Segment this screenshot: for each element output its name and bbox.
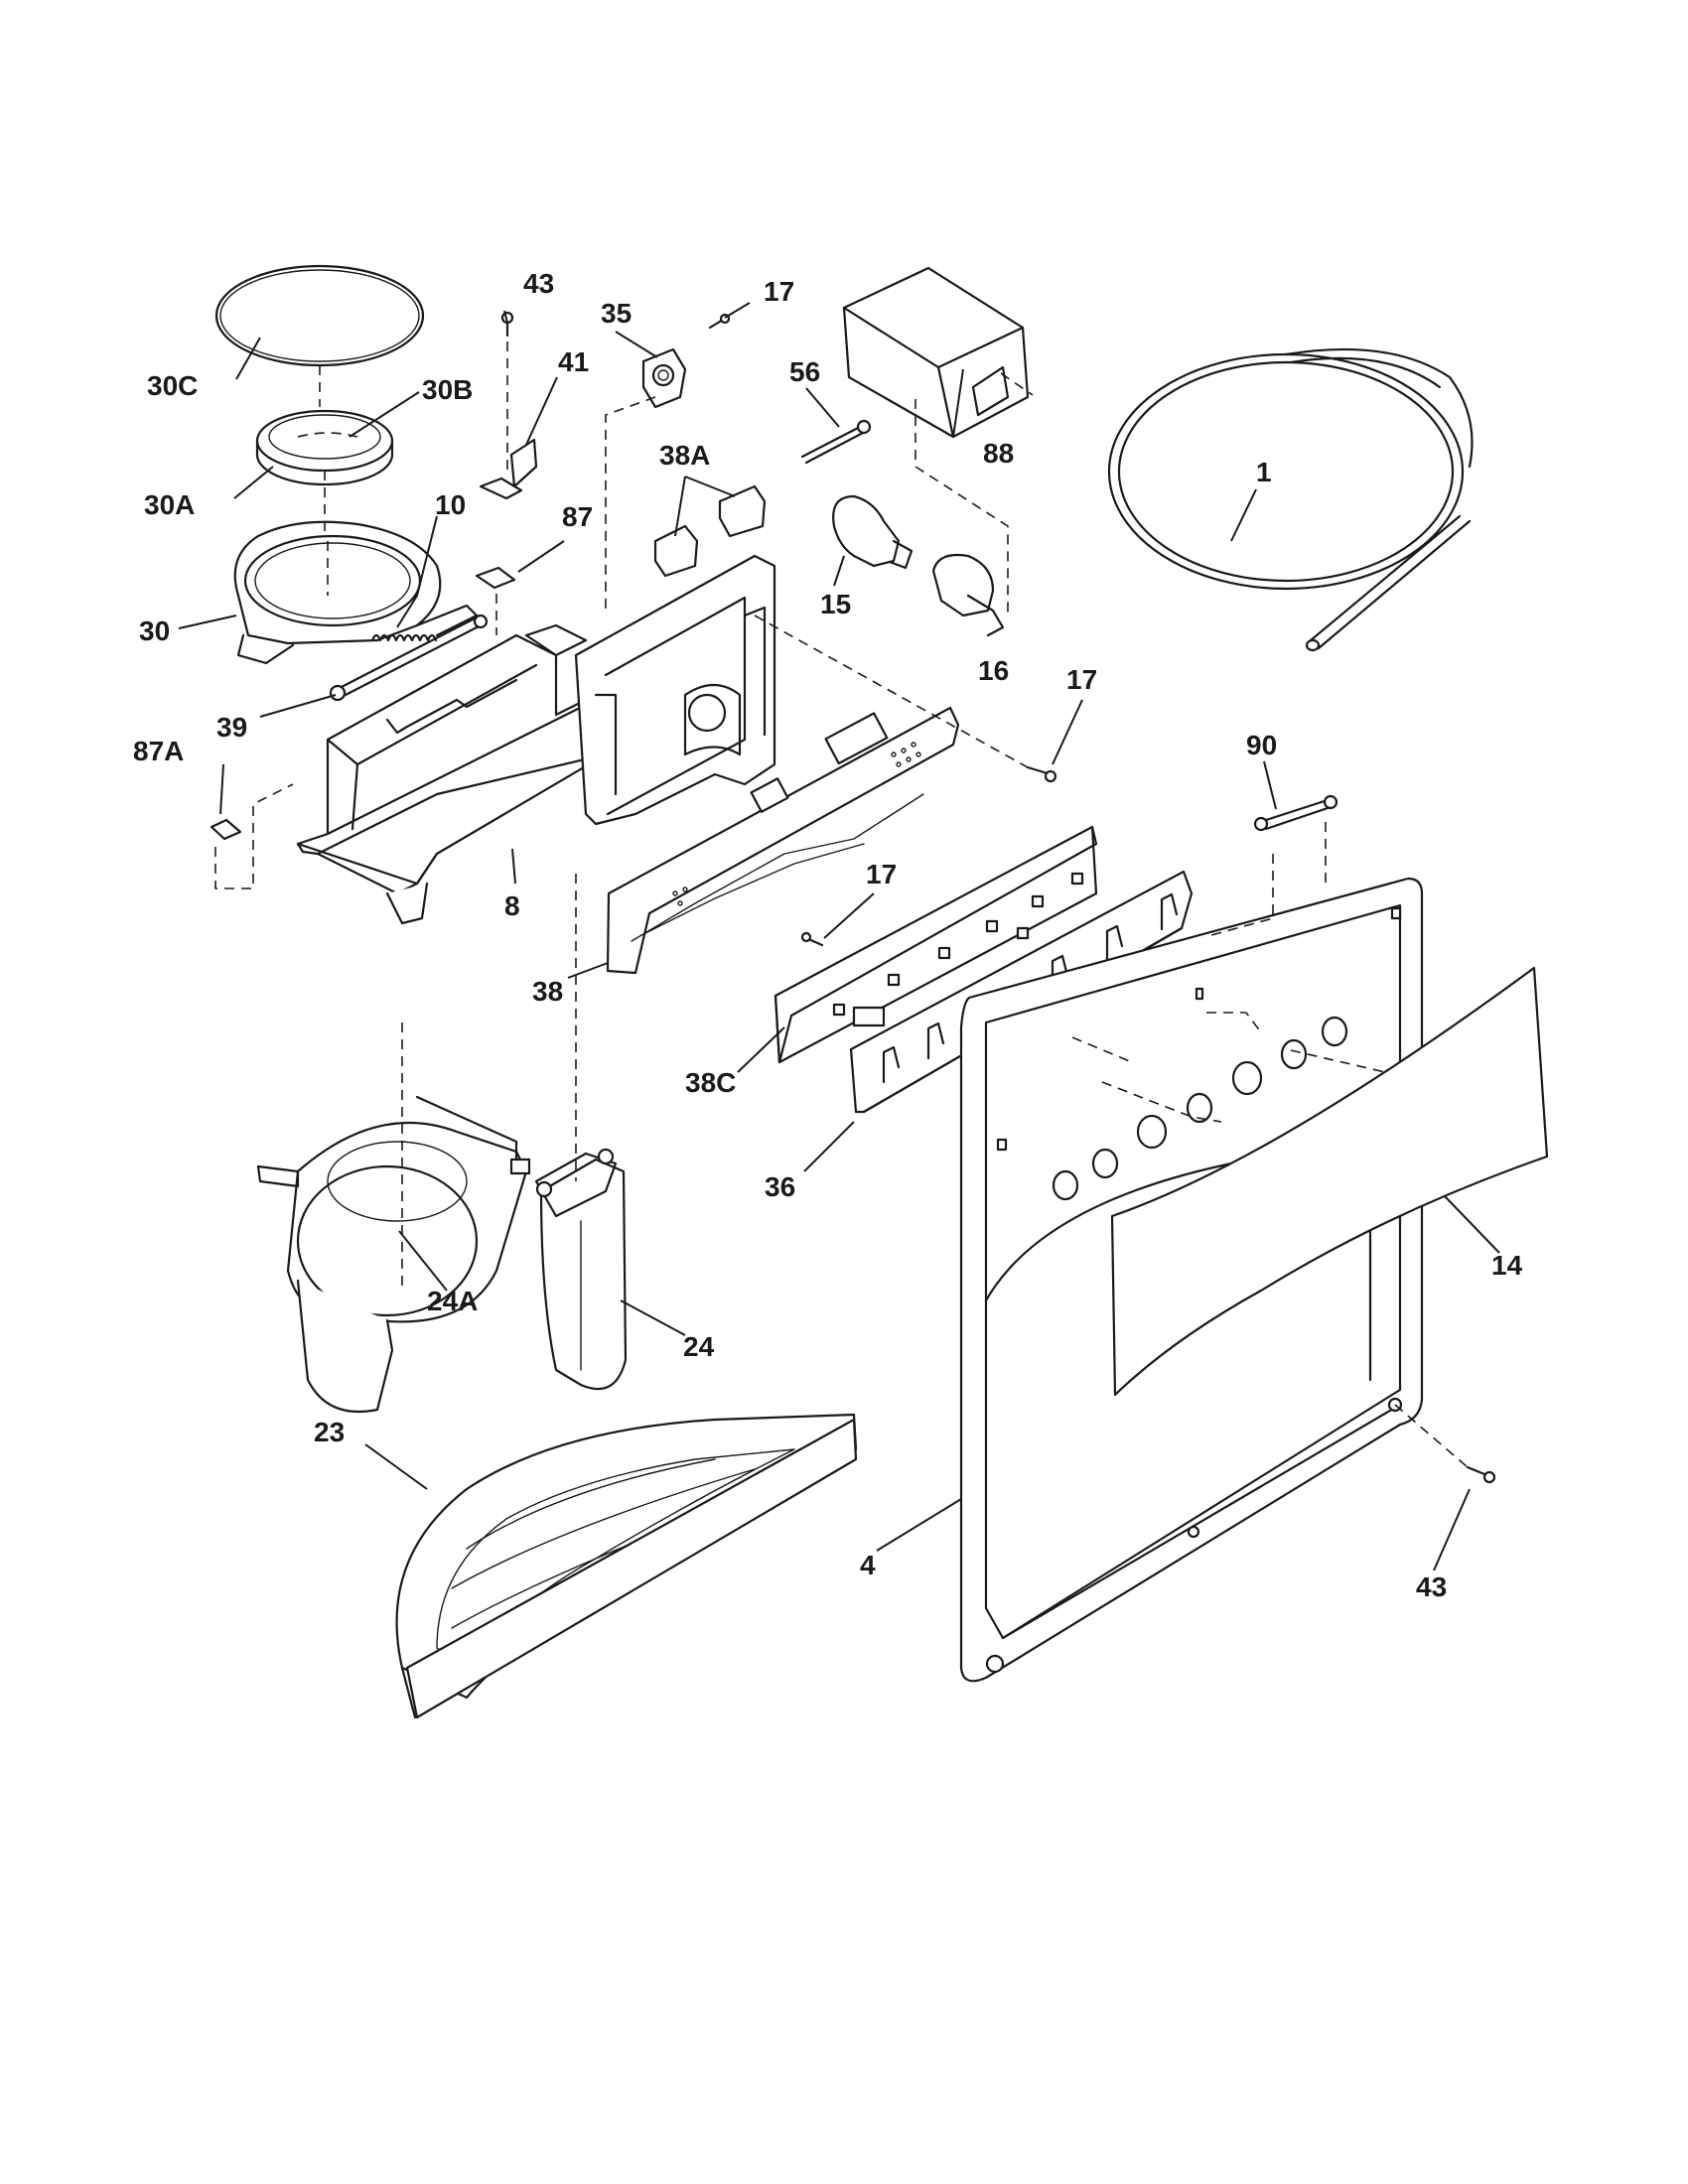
part-30c-ring bbox=[214, 264, 425, 367]
part-87a-clip bbox=[210, 818, 242, 841]
label-39: 39 bbox=[216, 712, 247, 743]
label-1: 1 bbox=[1256, 457, 1272, 487]
label-35: 35 bbox=[601, 298, 632, 329]
part-56-long-screw bbox=[800, 419, 872, 465]
part-30a-cap bbox=[255, 409, 394, 486]
assembly-lines bbox=[214, 341, 1469, 1468]
part-38-control-board bbox=[606, 706, 960, 975]
part-38a-microswitches bbox=[653, 484, 767, 578]
part-88-cover-box bbox=[842, 266, 1030, 439]
callout-labels: 30C 30B 30A 10 30 39 87A 43 41 87 35 17 … bbox=[133, 268, 1523, 1602]
label-43-bottom: 43 bbox=[1416, 1571, 1447, 1602]
label-30: 30 bbox=[139, 615, 170, 646]
label-30c: 30C bbox=[147, 370, 198, 401]
part-10-spring bbox=[370, 633, 438, 642]
leader-lines bbox=[178, 302, 1500, 1571]
part-17-screw-mid bbox=[800, 931, 824, 947]
label-17-right: 17 bbox=[1066, 664, 1097, 695]
part-39-axle bbox=[329, 614, 489, 702]
part-87-clip bbox=[475, 566, 516, 590]
label-56: 56 bbox=[789, 356, 820, 387]
part-38c-switch-board bbox=[774, 825, 1098, 1064]
label-17-top: 17 bbox=[764, 276, 794, 307]
part-17-screw-top bbox=[708, 313, 731, 330]
label-36: 36 bbox=[765, 1171, 795, 1202]
label-23: 23 bbox=[314, 1417, 345, 1447]
part-1-water-tube bbox=[1107, 347, 1474, 652]
label-43-top: 43 bbox=[523, 268, 554, 299]
part-8-housing bbox=[296, 623, 608, 925]
label-15: 15 bbox=[820, 589, 851, 619]
part-16-socket bbox=[931, 553, 1005, 637]
part-30-flap-ring bbox=[233, 520, 479, 665]
label-8: 8 bbox=[504, 890, 520, 921]
part-90-pin bbox=[1253, 794, 1338, 832]
label-16: 16 bbox=[978, 655, 1009, 686]
part-41-bracket bbox=[479, 438, 538, 500]
label-87: 87 bbox=[562, 501, 593, 532]
label-24: 24 bbox=[683, 1331, 715, 1362]
part-23-drip-tray bbox=[395, 1413, 858, 1719]
part-43-screw-bottom bbox=[1466, 1465, 1496, 1484]
label-17-mid: 17 bbox=[866, 859, 897, 889]
part-24a-ice-chute bbox=[256, 1095, 531, 1414]
label-88: 88 bbox=[983, 438, 1014, 469]
label-10: 10 bbox=[435, 489, 466, 520]
label-38a: 38A bbox=[659, 440, 710, 471]
part-43-screw-top bbox=[500, 311, 514, 338]
label-41: 41 bbox=[558, 346, 589, 377]
part-14-overlay bbox=[1110, 966, 1549, 1397]
label-30b: 30B bbox=[422, 374, 473, 405]
label-24a: 24A bbox=[427, 1286, 478, 1316]
part-15-light-bulb bbox=[832, 494, 914, 570]
label-87a: 87A bbox=[133, 736, 184, 766]
label-4: 4 bbox=[860, 1550, 876, 1580]
label-38: 38 bbox=[532, 976, 563, 1007]
part-24-paddle bbox=[534, 1148, 628, 1391]
label-14: 14 bbox=[1491, 1250, 1523, 1281]
label-38c: 38C bbox=[685, 1067, 736, 1098]
part-8-rear-frame bbox=[574, 554, 776, 826]
label-90: 90 bbox=[1246, 730, 1277, 760]
part-35-switch bbox=[641, 347, 687, 409]
label-30a: 30A bbox=[144, 489, 195, 520]
part-17-screw-right bbox=[1026, 765, 1057, 783]
